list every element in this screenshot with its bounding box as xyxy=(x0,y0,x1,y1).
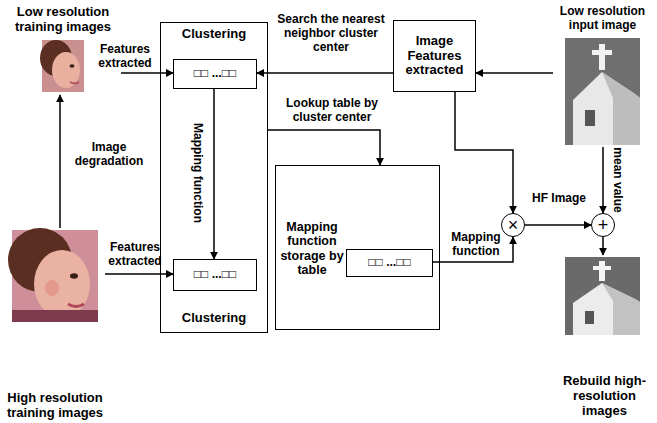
edge-label: Features extracted xyxy=(106,240,164,268)
node-text: Image Features extracted xyxy=(394,34,475,79)
arrow-connector xyxy=(455,92,513,213)
process-box: Image Features extracted xyxy=(393,20,476,92)
node-text: Rebuild high-resolution images xyxy=(557,374,652,419)
node-text: Low resolution input image xyxy=(553,5,652,33)
edge-label: Features extracted xyxy=(92,42,158,70)
roof-wall xyxy=(573,72,640,145)
face-thumbnail xyxy=(40,40,84,92)
sky xyxy=(565,257,640,335)
eye xyxy=(70,64,75,68)
face-photo xyxy=(8,228,98,322)
node-text: + xyxy=(598,216,609,234)
node-text: Clustering xyxy=(161,311,267,326)
mouth xyxy=(70,82,79,84)
edge-label: Lookup table by cluster center xyxy=(272,96,392,124)
cheek xyxy=(45,280,59,296)
node-text: □□ ...□□ xyxy=(191,67,239,81)
arrow-connector xyxy=(213,89,215,259)
node-text: × xyxy=(508,216,519,234)
cross xyxy=(599,261,605,281)
church-output xyxy=(565,257,640,335)
sky xyxy=(565,38,640,145)
multiply-circle: × xyxy=(501,213,525,237)
mouth xyxy=(68,304,84,307)
node-text: Clustering xyxy=(161,27,267,42)
face xyxy=(52,52,80,88)
edge-label: Search the nearest neighbor cluster cent… xyxy=(272,12,390,54)
storage-box: □□ ...□□ Mapping function storage by tabl… xyxy=(275,165,440,330)
window xyxy=(585,110,595,126)
wall-shade xyxy=(602,283,640,335)
image-caption-block: Low resolution input image xyxy=(553,3,652,147)
image-caption-block: Rebuild high-resolution images xyxy=(557,255,652,421)
arrow-connector xyxy=(476,72,553,74)
cross xyxy=(593,266,611,270)
cross xyxy=(592,50,612,55)
church-input xyxy=(565,38,640,145)
node-text: □□ ...□□ xyxy=(365,256,413,270)
vector-box: □□ ...□□ xyxy=(173,59,257,89)
face xyxy=(34,250,90,318)
edge-label: HF Image xyxy=(532,191,586,205)
cross xyxy=(599,44,605,70)
arrow-connector xyxy=(602,237,604,255)
arrow-connector xyxy=(105,273,173,275)
vector-box: □□ ...□□ xyxy=(173,259,257,291)
node-text: Mapping function storage by table xyxy=(279,220,345,278)
edge-label: Mapping function xyxy=(444,230,508,258)
roof-wall xyxy=(573,283,640,335)
arrow-connector xyxy=(602,147,604,213)
arrow-connector xyxy=(268,130,380,165)
edge-label: Mapping function xyxy=(191,123,205,223)
add-circle: + xyxy=(591,213,615,237)
arrow-connector xyxy=(59,95,61,228)
edge-label: mean value xyxy=(611,147,625,212)
arrow-connector xyxy=(121,72,173,74)
clothes xyxy=(12,310,98,322)
cluster-box: □□ ...□□□□ ...□□ClusteringClustering xyxy=(160,22,268,333)
eye xyxy=(70,273,78,279)
node-text: Low resolution training images xyxy=(5,5,121,35)
vector-box: □□ ...□□ xyxy=(346,249,433,277)
node-text: High resolution training images xyxy=(5,391,105,421)
window xyxy=(585,311,594,324)
arrow-connector xyxy=(257,72,393,74)
arrow-connector xyxy=(525,224,591,226)
node-text: □□ ...□□ xyxy=(191,268,239,282)
image-caption-block: High resolution training images xyxy=(5,228,105,423)
wall-shade xyxy=(602,72,640,145)
edge-label: Image degradation xyxy=(66,140,152,168)
